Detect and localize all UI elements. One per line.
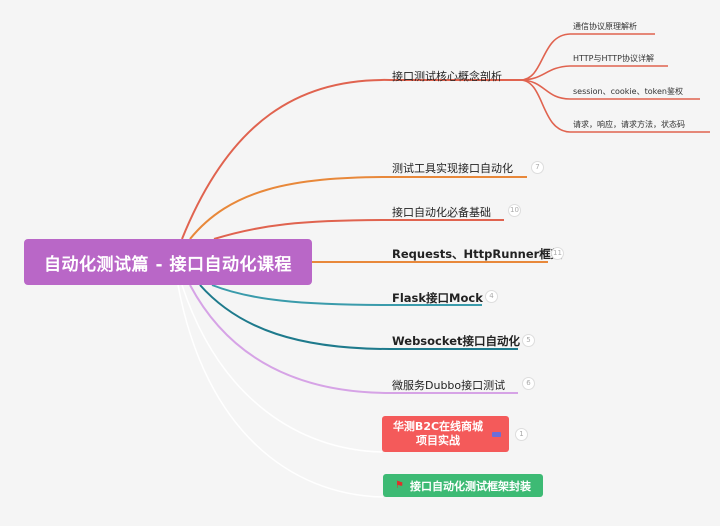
count-badge[interactable]: 7 [531,161,544,174]
topic-label: 接口测试核心概念剖析 [392,70,502,83]
topic-websocket[interactable]: Websocket接口自动化 [392,333,520,349]
topic-label: 测试工具实现接口自动化 [392,162,513,175]
subtopic-protocol-principles[interactable]: 通信协议原理解析 [573,21,637,32]
count-badge[interactable]: 6 [522,377,535,390]
subtopic-label: HTTP与HTTP协议详解 [573,54,654,63]
count-badge[interactable]: 5 [522,334,535,347]
subtopic-auth[interactable]: session、cookie、token鉴权 [573,86,683,97]
subtopic-label: session、cookie、token鉴权 [573,87,683,96]
topic-label: 接口自动化测试框架封装 [409,479,531,493]
topic-label: 微服务Dubbo接口测试 [392,379,506,392]
topic-core-concepts[interactable]: 接口测试核心概念剖析 [392,68,502,84]
count-badge[interactable]: 1 [515,428,528,441]
root-topic-label: 自动化测试篇 - 接口自动化课程 [44,254,292,275]
count-badge[interactable]: 10 [508,204,521,217]
topic-project-practice[interactable]: 华测B2C在线商城项目实战 [382,416,509,452]
subtopic-label: 请求，响应，请求方法，状态码 [573,120,685,129]
topic-label: 接口自动化必备基础 [392,206,491,219]
topic-label: 华测B2C在线商城项目实战 [392,420,484,447]
topic-framework-encapsulation[interactable]: ⚑ 接口自动化测试框架封装 [383,474,543,497]
root-topic[interactable]: 自动化测试篇 - 接口自动化课程 [24,239,312,285]
topic-basics[interactable]: 接口自动化必备基础 [392,204,491,220]
topic-label: Websocket接口自动化 [392,334,521,348]
count-badge[interactable]: 4 [485,290,498,303]
topic-flask-mock[interactable]: Flask接口Mock [392,290,483,306]
subtopic-label: 通信协议原理解析 [573,22,637,31]
topic-requests-httprunner[interactable]: Requests、HttpRunner框架 [392,246,562,262]
topic-dubbo[interactable]: 微服务Dubbo接口测试 [392,377,505,393]
topic-label: Requests、HttpRunner框架 [392,247,563,261]
topic-test-tools[interactable]: 测试工具实现接口自动化 [392,160,513,176]
subtopic-http[interactable]: HTTP与HTTP协议详解 [573,53,654,64]
subtopic-request-response[interactable]: 请求，响应，请求方法，状态码 [573,119,685,130]
flag-icon: ⚑ [395,480,404,491]
topic-label: Flask接口Mock [392,291,483,305]
count-badge[interactable]: 11 [551,247,564,260]
tag-icon [492,431,501,437]
